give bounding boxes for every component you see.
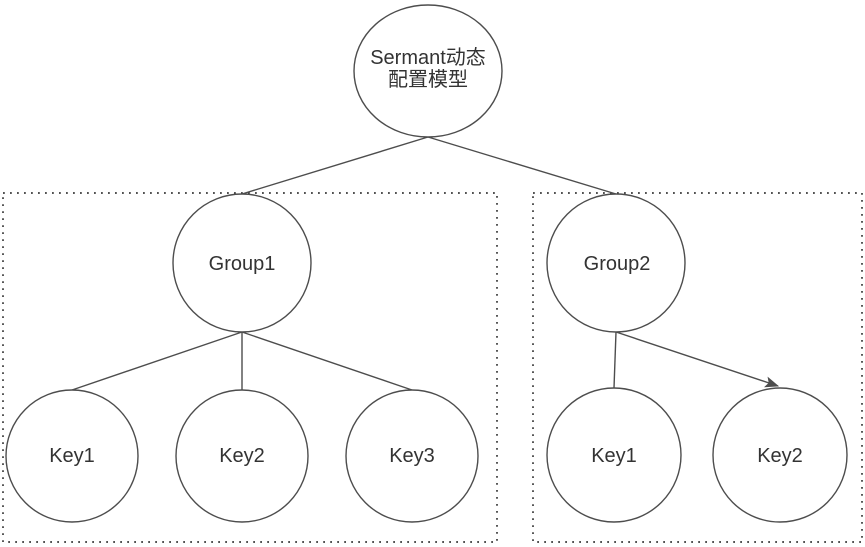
group2-node-label: Group2 <box>584 253 651 275</box>
group1-key3-node-circle <box>345 389 479 523</box>
group2-node-circle <box>546 193 686 333</box>
group1-key2-node-circle <box>175 389 309 523</box>
root-node-circle <box>353 4 503 138</box>
edge-root-to-group2 <box>427 136 617 195</box>
group2-key2-node-label: Key2 <box>757 445 803 467</box>
group2-key1-node-label: Key1 <box>591 445 637 467</box>
group1-key3-node-label: Key3 <box>389 445 435 467</box>
edge-group1-to-key1 <box>71 331 243 391</box>
edge-root-to-group1 <box>241 136 429 195</box>
group2-key2-node-circle <box>712 387 848 523</box>
group2-key1-node-circle <box>546 387 682 523</box>
group1-key1-node-label: Key1 <box>49 445 95 467</box>
group1-key2-node-label: Key2 <box>219 445 265 467</box>
edge-group2-to-key2-arrow <box>615 331 780 388</box>
edge-group2-to-key1 <box>613 331 617 389</box>
edge-group1-to-key3 <box>241 331 413 391</box>
group1-key1-node-circle <box>5 389 139 523</box>
group1-node-label: Group1 <box>209 253 276 275</box>
root-node-label-line2: 配置模型 <box>388 68 468 91</box>
root-node-label-line1: Sermant动态 <box>370 46 486 69</box>
group1-node-circle <box>172 193 312 333</box>
